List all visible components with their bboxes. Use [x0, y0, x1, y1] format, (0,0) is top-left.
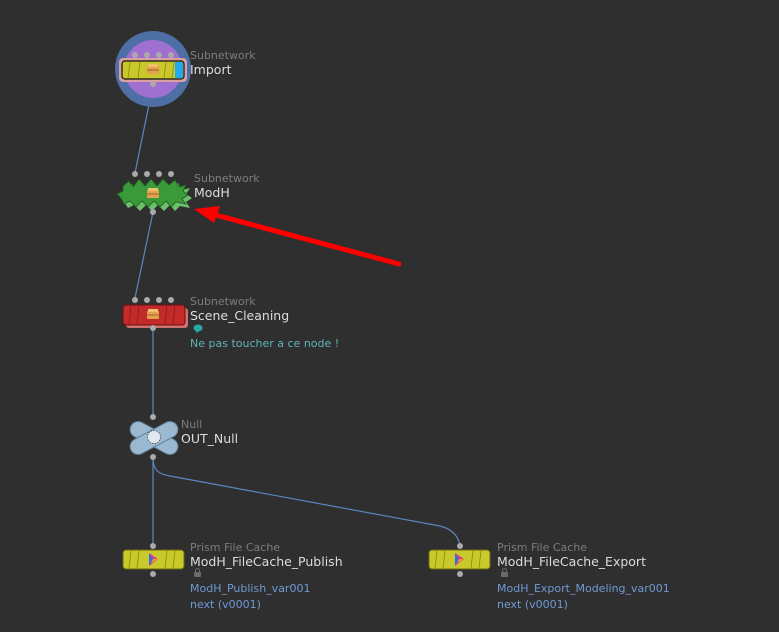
node-filecache-publish[interactable] — [122, 543, 185, 577]
subnet-box-icon — [147, 309, 159, 319]
input-connector[interactable] — [168, 171, 174, 177]
node-name-label[interactable]: Scene_Cleaning — [190, 308, 290, 323]
lock-icon — [194, 568, 201, 577]
lock-icon — [501, 568, 508, 577]
node-info-export: ModH_Export_Modeling_var001 next (v0001) — [497, 581, 670, 613]
import-flag — [175, 62, 183, 78]
node-type-label: Prism File Cache — [190, 541, 281, 554]
null-center-icon — [147, 430, 161, 444]
input-connector[interactable] — [144, 52, 150, 58]
node-type-label: Prism File Cache — [497, 541, 588, 554]
output-connector[interactable] — [150, 454, 156, 460]
node-type-label: Subnetwork — [194, 172, 260, 185]
input-connector[interactable] — [457, 543, 463, 549]
wire-outnull-export[interactable] — [152, 456, 461, 546]
input-connector[interactable] — [144, 171, 150, 177]
node-out-null[interactable] — [127, 414, 180, 460]
node-modh[interactable] — [116, 171, 192, 215]
comment-icon[interactable] — [193, 324, 203, 334]
node-name-label[interactable]: ModH_FileCache_Export — [497, 554, 646, 569]
node-label-import: Subnetwork Import — [190, 49, 256, 77]
node-name-label[interactable]: ModH — [194, 185, 230, 200]
input-connector[interactable] — [156, 52, 162, 58]
node-name-label[interactable]: Import — [190, 62, 232, 77]
subnet-box-icon — [147, 188, 159, 198]
node-name-label[interactable]: ModH_FileCache_Publish — [190, 554, 343, 569]
node-type-label: Subnetwork — [190, 49, 256, 62]
node-info-line: next (v0001) — [497, 598, 568, 611]
red-arrow-annotation — [194, 206, 402, 267]
node-import[interactable] — [115, 31, 191, 107]
node-info-line: ModH_Publish_var001 — [190, 582, 311, 595]
output-connector[interactable] — [150, 81, 156, 87]
node-info-line: next (v0001) — [190, 598, 261, 611]
node-type-label: Subnetwork — [190, 295, 256, 308]
input-connector[interactable] — [132, 52, 138, 58]
node-scene-cleaning[interactable] — [122, 297, 188, 331]
output-connector[interactable] — [457, 571, 463, 577]
input-connector[interactable] — [150, 414, 156, 420]
input-connector[interactable] — [156, 297, 162, 303]
node-filecache-export[interactable] — [428, 543, 491, 577]
node-type-label: Null — [181, 418, 203, 431]
node-label-modh: Subnetwork ModH — [194, 172, 260, 200]
wire-modh-scene-cleaning[interactable] — [134, 211, 154, 299]
node-name-label[interactable]: OUT_Null — [181, 431, 239, 446]
input-connector[interactable] — [144, 297, 150, 303]
node-label-out-null: Null OUT_Null — [181, 418, 238, 446]
output-connector[interactable] — [150, 571, 156, 577]
node-info-line: ModH_Export_Modeling_var001 — [497, 582, 670, 595]
node-label-export: Prism File Cache ModH_FileCache_Export — [497, 541, 646, 569]
output-connector[interactable] — [150, 325, 156, 331]
input-connector[interactable] — [156, 171, 162, 177]
input-connector[interactable] — [150, 543, 156, 549]
node-label-scene-cleaning: Subnetwork Scene_Cleaning — [190, 295, 289, 323]
input-connector[interactable] — [132, 171, 138, 177]
node-comment: Ne pas toucher a ce node ! — [190, 337, 340, 350]
input-connector[interactable] — [168, 297, 174, 303]
output-connector[interactable] — [150, 209, 156, 215]
node-info-publish: ModH_Publish_var001 next (v0001) — [190, 581, 310, 613]
subnet-box-icon — [147, 64, 159, 74]
prism-logo-icon — [149, 553, 158, 566]
input-connector[interactable] — [168, 52, 174, 58]
node-label-publish: Prism File Cache ModH_FileCache_Publish — [190, 541, 343, 569]
input-connector[interactable] — [132, 297, 138, 303]
prism-logo-icon — [455, 553, 464, 566]
